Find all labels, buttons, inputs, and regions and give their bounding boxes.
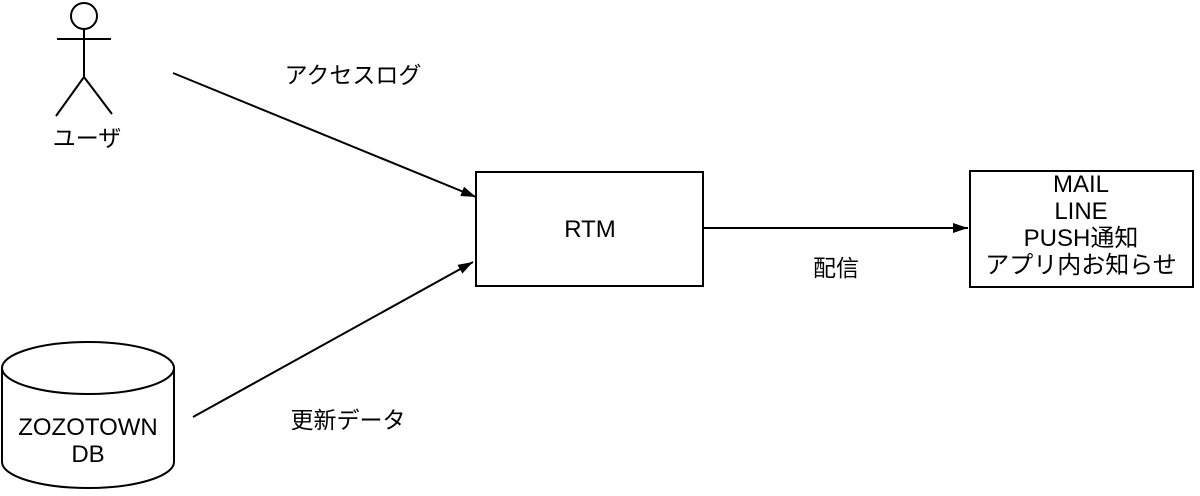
channels-box (969, 170, 1194, 288)
database-cylinder-top (1, 341, 175, 395)
channel-push-label: PUSH通知 (1024, 225, 1139, 252)
actor-left-leg (55, 76, 85, 117)
flow-update-data: 更新データ (192, 261, 474, 433)
flow-access-log: アクセスログ (172, 62, 477, 198)
rtm-node: RTM (475, 171, 704, 287)
database-label-line1: ZOZOTOWN (18, 414, 158, 441)
zozotown-db-node: ZOZOTOWN DB (1, 341, 175, 489)
user-actor-node: ユーザ (53, 2, 122, 151)
access-log-label: アクセスログ (285, 62, 422, 88)
channel-line-label: LINE (1054, 198, 1107, 225)
database-label-line2: DB (71, 441, 104, 468)
channel-in-app-label: アプリ内お知らせ (985, 252, 1177, 279)
actor-right-leg (83, 76, 113, 115)
database-cylinder-body (1, 367, 175, 489)
actor-head (70, 2, 98, 30)
channel-mail-label: MAIL (1053, 171, 1109, 198)
rtm-label: RTM (564, 216, 616, 243)
flow-delivery: 配信 (704, 223, 968, 281)
delivery-label: 配信 (813, 255, 859, 281)
channels-node: MAIL LINE PUSH通知 アプリ内お知らせ (969, 170, 1194, 288)
update-data-label: 更新データ (291, 407, 406, 433)
user-actor-label: ユーザ (53, 125, 122, 151)
rtm-box (475, 171, 704, 287)
update-data-arrow (192, 261, 474, 418)
access-log-arrow (172, 72, 477, 198)
